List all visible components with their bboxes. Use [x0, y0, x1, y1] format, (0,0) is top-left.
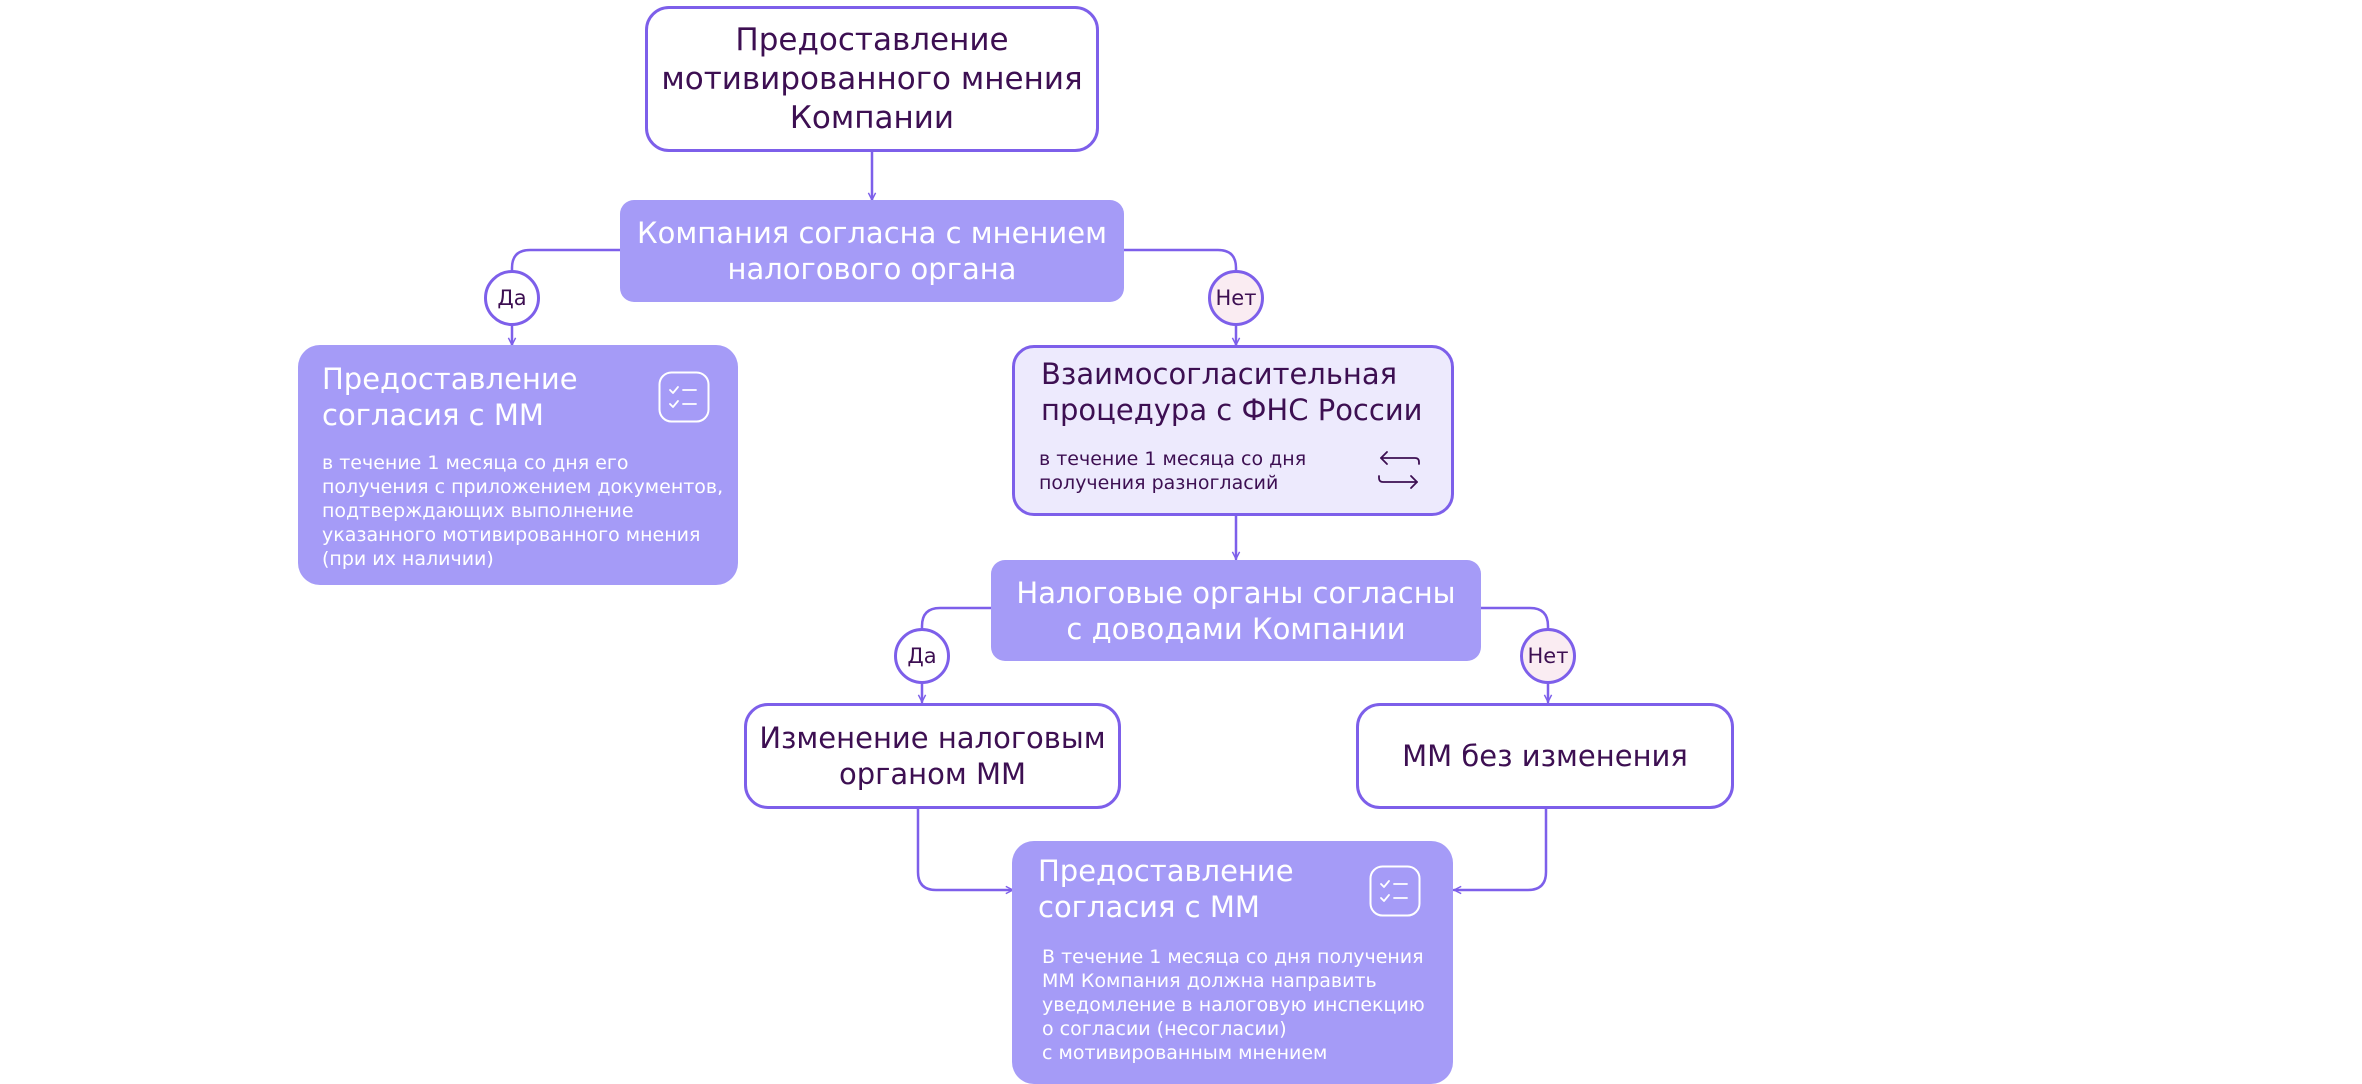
- card-agreement-2: Предоставление согласия с ММ В течение 1…: [1012, 841, 1453, 1084]
- tag-yes-2: Да: [894, 628, 950, 684]
- edge-decision2-to-no-tag: [1478, 606, 1550, 630]
- checklist-icon: [658, 371, 710, 423]
- card-mutual-procedure-title: Взаимосогласительная процедура с ФНС Рос…: [1041, 357, 1423, 427]
- node-mm-changed: Изменение налоговым органом ММ: [744, 703, 1121, 809]
- edge-decision2-to-yes-tag: [920, 606, 996, 630]
- edge-decision1-to-yes-tag: [510, 248, 624, 272]
- card-agreement-1: Предоставление согласия с ММ в течение 1…: [298, 345, 738, 585]
- card-agreement-1-title: Предоставление согласия с ММ: [322, 362, 578, 432]
- card-agreement-2-text: В течение 1 месяца со дня получения ММ К…: [1042, 946, 1425, 1064]
- tag-yes-1: Да: [484, 270, 540, 326]
- node-start: Предоставление мотивированного мнения Ко…: [645, 6, 1099, 152]
- card-mutual-procedure: Взаимосогласительная процедура с ФНС Рос…: [1012, 345, 1454, 516]
- decision-tax-agrees: Налоговые органы согласны с доводами Ком…: [991, 560, 1481, 661]
- node-mm-unchanged: ММ без изменения: [1356, 703, 1734, 809]
- tag-no-2: Нет: [1520, 628, 1576, 684]
- edge-decision1-to-no-tag: [1120, 248, 1238, 272]
- tag-no-1: Нет: [1208, 270, 1264, 326]
- edge-change-to-agree2: [916, 806, 1015, 890]
- exchange-arrows-icon: [1378, 451, 1420, 489]
- card-mutual-procedure-text: в течение 1 месяца со дня получения разн…: [1039, 448, 1307, 494]
- card-agreement-2-title: Предоставление согласия с ММ: [1038, 854, 1294, 924]
- card-agreement-1-text: в течение 1 месяца со дня его получения …: [322, 452, 724, 570]
- checklist-icon: [1369, 865, 1421, 917]
- edge-nochange-to-agree2: [1452, 806, 1548, 890]
- decision-company-agrees: Компания согласна с мнением налогового о…: [620, 200, 1124, 302]
